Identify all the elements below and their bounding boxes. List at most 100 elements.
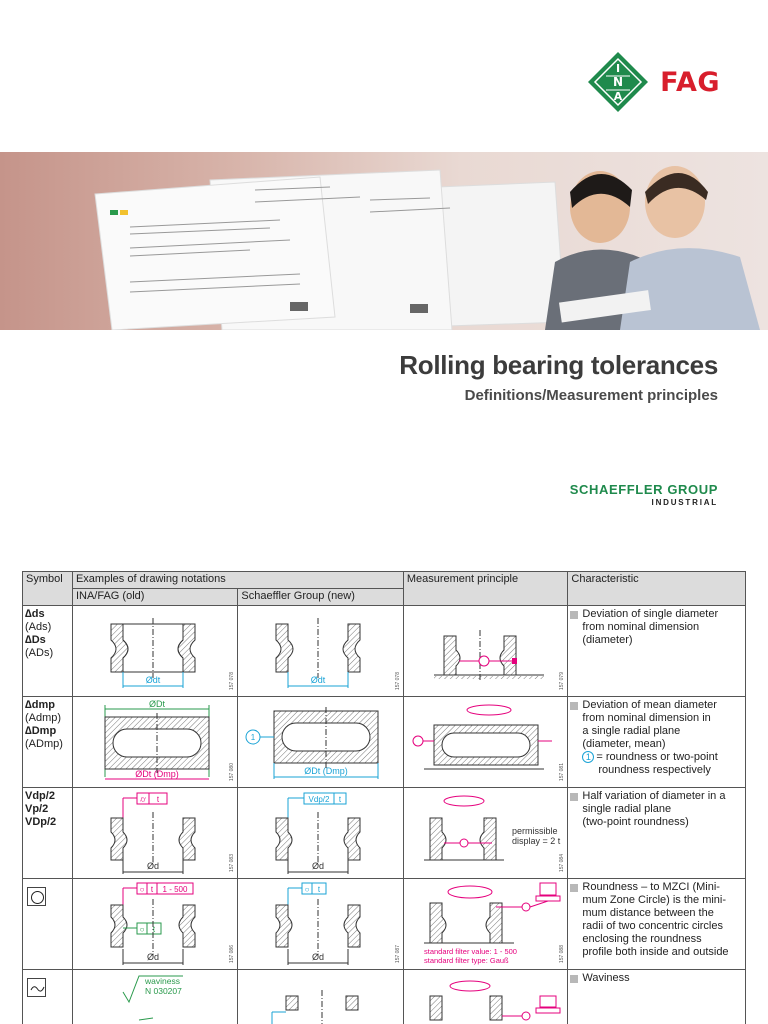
figure-code: 157 087 [394, 944, 401, 963]
characteristic-cell: Waviness [567, 969, 746, 1024]
measurement-note: standard filter value: 1 - 500 [424, 947, 517, 956]
figure-code: 157 079 [559, 671, 566, 690]
header-old: INA/FAG (old) [71, 588, 239, 606]
tolerance-table: Symbol Examples of drawing notations Mea… [22, 571, 746, 1024]
characteristic-text: mum distance between the [582, 907, 714, 919]
dimension-label: ØDt (Dmp) [305, 766, 349, 776]
figure-code: 157 084 [559, 853, 566, 872]
bullet-square-icon [570, 884, 579, 892]
circle-roundness-icon [27, 887, 46, 906]
characteristic-text: Deviation of single diameter [582, 608, 719, 620]
characteristic-text: enclosing the roundness [582, 933, 702, 945]
drawing-old: ○ t 1 - 500 ○ t Ød 157 086 [71, 878, 239, 970]
waviness-note: waviness [144, 976, 180, 986]
ina-letter-i: I [616, 62, 620, 75]
dimension-label: ØDt (Dmp) [135, 769, 179, 779]
characteristic-text: profile both inside and outside [582, 946, 729, 958]
bearing-section-drawing: Ødt [275, 618, 361, 688]
table-row: ∆ds (Ads) ∆Ds (ADs) Ødt 157 078 [22, 605, 746, 697]
dimension-label: Ød [147, 861, 159, 871]
ina-letter-a: A [614, 90, 623, 103]
frame-symbol: ○ [140, 885, 145, 894]
waviness-note: N 030207 [145, 986, 182, 996]
symbol-alt: (ADs) [25, 647, 54, 659]
figure-code: 157 081 [559, 762, 566, 781]
table-row: ∆dmp (Admp) ∆Dmp (ADmp) ØDt ØDt (Dmp) 15… [22, 696, 746, 788]
drawing-old: ⌭ t Ød 157 083 [71, 787, 239, 879]
symbol: Vdp/2 [25, 790, 55, 802]
header-photo [0, 152, 768, 330]
characteristic-text: radii of two concentric circles [582, 920, 723, 932]
drawing-new: Ødt 157 078 [237, 605, 404, 697]
symbol-cell [22, 878, 73, 970]
figure-code: 157 088 [559, 944, 566, 963]
measurement-note: standard filter type: Gauß [424, 956, 509, 965]
frame-value: t [339, 795, 342, 804]
symbol-cell: ∆dmp (Admp) ∆Dmp (ADmp) [22, 696, 73, 788]
marker-label: 1 [251, 733, 256, 742]
measurement-setup-drawing [412, 704, 552, 770]
symbol: Vp/2 [25, 803, 49, 815]
dimension-label: Ødt [311, 675, 326, 685]
measurement-setup-drawing [429, 980, 561, 1021]
characteristic-cell: Deviation of single diameter from nomina… [567, 605, 746, 697]
characteristic-text: (two-point roundness) [582, 816, 689, 828]
bearing-section-drawing: ○ t 1 - 500 ○ t Ød [110, 882, 196, 965]
figure-code: 157 078 [229, 671, 236, 690]
measurement-note: display = 2 t [512, 836, 561, 846]
bullet-square-icon [570, 702, 579, 710]
header-examples: Examples of drawing notations [71, 571, 404, 589]
symbol-alt: (Ads) [25, 621, 52, 633]
symbol: ∆dmp [25, 699, 55, 711]
measurement-drawing: permissible display = 2 t 157 084 [402, 787, 569, 879]
measurement-setup-drawing: standard filter value: 1 - 500 standard … [423, 882, 561, 965]
dimension-label: ØDt [149, 699, 166, 709]
header-characteristic: Characteristic [567, 571, 746, 606]
frame-symbol: ○ [305, 885, 310, 894]
dimension-label: Ød [147, 952, 159, 962]
frame-value: t [318, 885, 321, 894]
company-division: INDUSTRIAL [651, 498, 718, 507]
note-text: = roundness or two-point [596, 751, 718, 763]
page-subtitle: Definitions/Measurement principles [464, 387, 718, 404]
drawing-new: Vdp/2 t Ød [237, 787, 404, 879]
drawing-old: waviness N 030207 [71, 969, 239, 1024]
fag-logo: FAG [660, 66, 720, 98]
symbol: ∆Dmp [25, 725, 57, 737]
symbol-alt: (Admp) [25, 712, 62, 724]
characteristic-text: (diameter) [582, 634, 633, 646]
frame-symbol: Vdp/2 [309, 795, 330, 804]
figure-code: 157 083 [229, 853, 236, 872]
header-new: Schaeffler Group (new) [237, 588, 404, 606]
bullet-square-icon [570, 611, 579, 619]
ina-letter-n: N [613, 75, 623, 89]
table-row: Vdp/2 Vp/2 VDp/2 ⌭ t Ød 157 083 [22, 787, 746, 879]
measurement-drawing: 157 081 [402, 696, 569, 788]
symbol: ∆Ds [25, 634, 46, 646]
characteristic-cell: Half variation of diameter in a single r… [567, 787, 746, 879]
measurement-drawing: 157 079 [402, 605, 569, 697]
frame-range: 1 - 500 [163, 885, 188, 894]
bearing-section-drawing: 1 ØDt (Dmp) [245, 707, 379, 779]
symbol-alt: (ADmp) [25, 738, 63, 750]
characteristic-text: Roundness – to MZCI (Mini- [582, 881, 720, 893]
symbol-cell: ∆ds (Ads) ∆Ds (ADs) [22, 605, 73, 697]
characteristic-text: Deviation of mean diameter [582, 699, 717, 711]
symbol-cell: Vdp/2 Vp/2 VDp/2 [22, 787, 73, 879]
dimension-label: Ød [312, 861, 324, 871]
bearing-section-drawing: ØDt ØDt (Dmp) [104, 699, 210, 780]
measurement-drawing: standard filter value: 1 - 500 standard … [402, 878, 569, 970]
symbol: VDp/2 [25, 816, 57, 828]
bearing-section-drawing: ○ t Ød [275, 882, 361, 965]
frame-value: t [151, 885, 154, 894]
characteristic-text: single radial plane [582, 803, 672, 815]
symbol-cell [22, 969, 73, 1024]
table-subheader-row: INA/FAG (old) Schaeffler Group (new) [23, 588, 746, 606]
documents-illustration [94, 169, 566, 330]
waviness-notation-drawing: waviness N 030207 [122, 975, 183, 1021]
figure-code: 157 078 [394, 671, 401, 690]
company-logo: SCHAEFFLER GROUP INDUSTRIAL [570, 482, 718, 507]
ina-logo: I N A [588, 52, 649, 112]
frame-value: t [157, 795, 160, 804]
characteristic-cell: Deviation of mean diameter from nominal … [567, 696, 746, 788]
